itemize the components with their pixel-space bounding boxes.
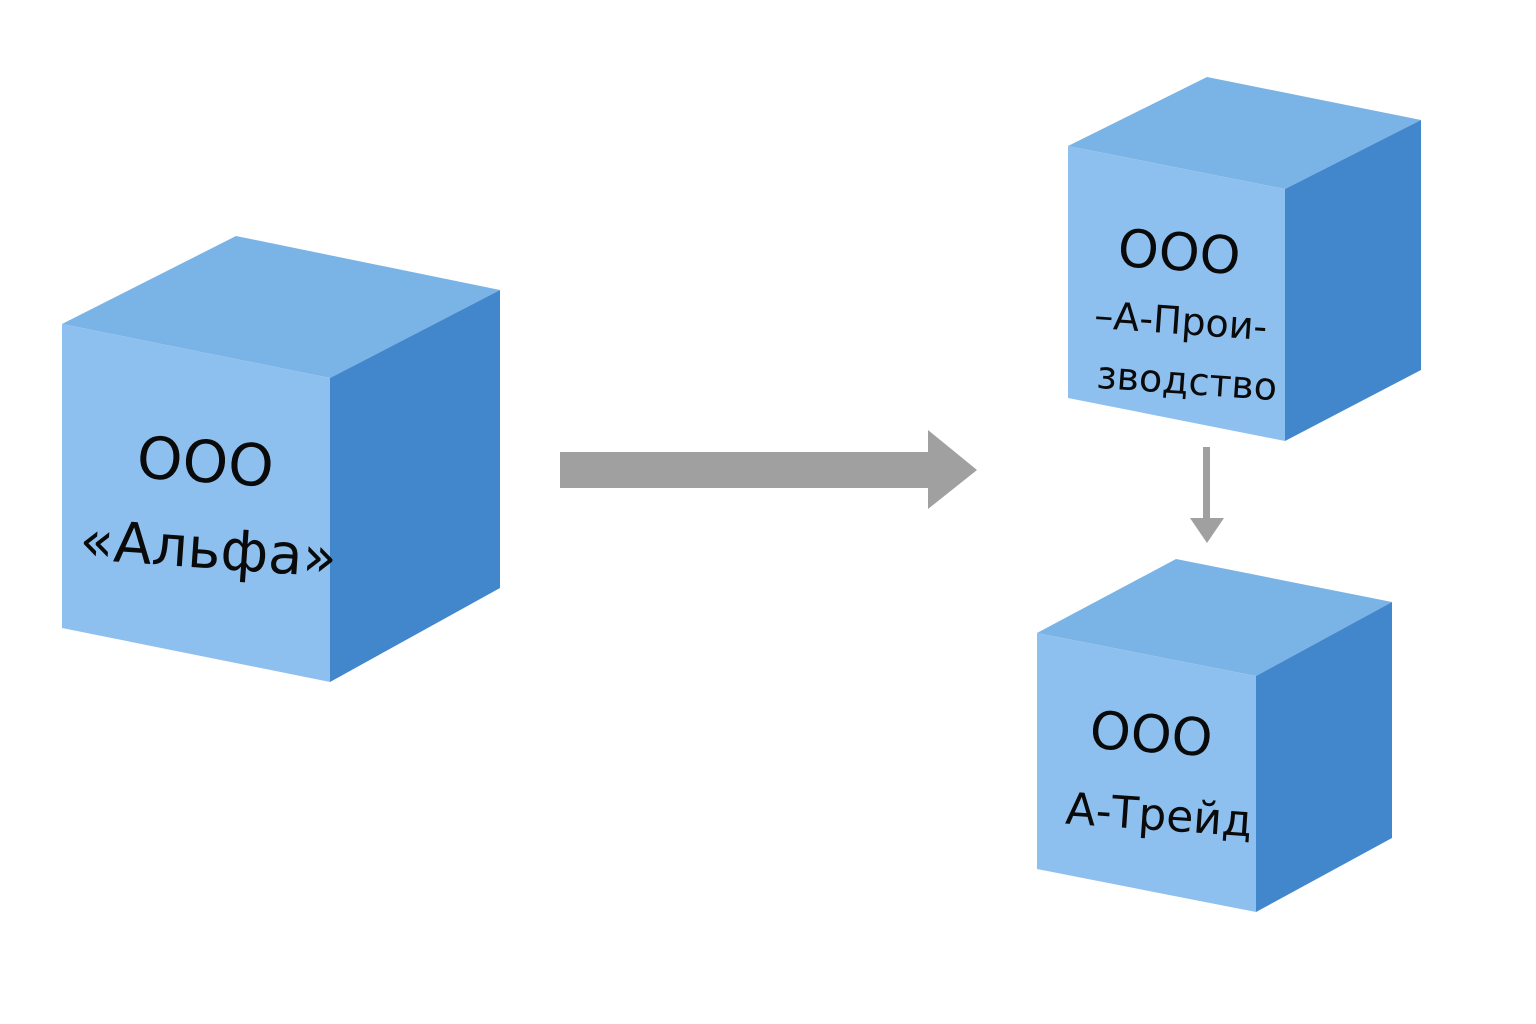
cube-a-treid-top [1037, 559, 1392, 676]
cube-a-proizvodstvo-side [1285, 120, 1421, 441]
cube-alfa-side [330, 290, 500, 682]
main-arrow [560, 430, 977, 509]
down-arrow-head [1190, 518, 1224, 543]
main-arrow-shape [560, 430, 977, 509]
cube-a-treid-side [1256, 602, 1392, 912]
cube-a-treid-label-line-1: ООО [1088, 701, 1215, 769]
down-arrow [1190, 447, 1224, 543]
cube-a-treid[interactable]: ООО А-Трейд [1037, 559, 1392, 912]
cube-alfa-label-line-1: ООО [135, 423, 276, 500]
cube-a-proizvodstvo-label-line-1: ООО [1116, 219, 1243, 287]
cube-a-proizvodstvo-front [1068, 146, 1285, 441]
cube-a-treid-front [1037, 633, 1256, 912]
cube-a-proizvodstvo-top [1068, 77, 1421, 189]
cube-alfa-top [62, 236, 500, 378]
down-arrow-shaft [1203, 447, 1210, 519]
cube-alfa[interactable]: ООО «Альфа» [62, 236, 500, 682]
cube-alfa-front [62, 324, 330, 682]
cube-a-proizvodstvo[interactable]: ООО –А-Прои- зводство [1068, 77, 1421, 441]
